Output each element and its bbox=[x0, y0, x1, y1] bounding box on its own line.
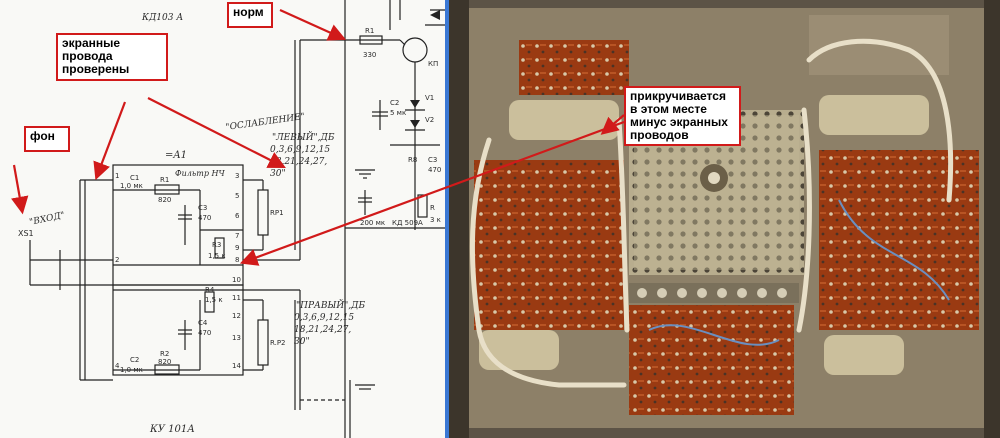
left-values-1: 0,3,6,9,12,15 bbox=[270, 145, 330, 155]
v1-label: V1 bbox=[425, 94, 434, 102]
left-values-3: 30" bbox=[270, 169, 286, 179]
kd-label: КД 509А bbox=[392, 219, 423, 227]
kp-label: КП bbox=[428, 60, 438, 68]
r2-value: 820 bbox=[158, 358, 171, 366]
v2-label: V2 bbox=[425, 116, 434, 124]
c3-label: C3 bbox=[198, 204, 207, 212]
pin-3: 3 bbox=[235, 172, 239, 180]
callout-screen-wires: экранные провода проверены bbox=[56, 33, 168, 81]
c4-value: 470 bbox=[198, 329, 211, 337]
connector-label: XS1 bbox=[18, 229, 34, 238]
r-bottom-label: R bbox=[430, 204, 435, 212]
r3-label: R3 bbox=[212, 241, 221, 249]
pin-7: 7 bbox=[235, 232, 239, 240]
pin-13: 13 bbox=[232, 334, 241, 342]
c2-value: 1,0 мк bbox=[120, 366, 143, 374]
pin-6: 6 bbox=[235, 212, 240, 220]
r4-value: 1,5 к bbox=[205, 296, 223, 304]
r1-value: 820 bbox=[158, 196, 171, 204]
callout-screen-wires-text: экранные провода проверены bbox=[62, 36, 130, 76]
c2-top-value: 5 мк bbox=[390, 109, 406, 117]
r2-label: R2 bbox=[160, 350, 169, 358]
pin-1: 1 bbox=[115, 172, 119, 180]
r3-value: 1,5 к bbox=[208, 252, 226, 260]
c1-value: 1,0 мк bbox=[120, 182, 143, 190]
callout-attach: прикручивается в этом месте минус экранн… bbox=[624, 86, 741, 146]
chassis-photo bbox=[449, 0, 1000, 438]
pin-4: 4 bbox=[115, 362, 120, 370]
callout-norm-text: норм bbox=[233, 5, 264, 19]
c2-top-label: C2 bbox=[390, 99, 399, 107]
rp2-label: R.P2 bbox=[270, 339, 286, 347]
c1-label: C1 bbox=[130, 174, 139, 182]
r8-label: R8 bbox=[408, 156, 417, 164]
pin-12: 12 bbox=[232, 312, 241, 320]
left-db-label: "ЛЕВЫЙ",ДБ bbox=[272, 131, 335, 143]
pin-14: 14 bbox=[232, 362, 241, 370]
diode-label: КД103 А bbox=[141, 13, 183, 23]
pin-10: 10 bbox=[232, 276, 241, 284]
rp1-label: RP1 bbox=[270, 209, 284, 217]
r-bottom-value: 3 к bbox=[430, 216, 441, 224]
pin-5: 5 bbox=[235, 192, 239, 200]
pin-8: 8 bbox=[235, 256, 239, 264]
cap-bottom-label: 200 мк bbox=[360, 219, 385, 227]
part-label: КУ 101А bbox=[149, 424, 195, 435]
r1-top-value: 330 bbox=[363, 51, 376, 59]
c4-label: C4 bbox=[198, 319, 208, 327]
c3-value: 470 bbox=[198, 214, 211, 222]
right-values-3: 30" bbox=[294, 337, 310, 347]
pin-9: 9 bbox=[235, 244, 239, 252]
filter-label: Фильтр НЧ bbox=[175, 169, 225, 178]
r4-label: R4 bbox=[205, 286, 215, 294]
right-values-2: 18,21,24,27, bbox=[294, 325, 351, 335]
c2-label: C2 bbox=[130, 356, 139, 364]
left-values-2: 18,21,24,27, bbox=[270, 157, 327, 167]
right-values-1: 0,3,6,9,12,15 bbox=[294, 313, 354, 323]
chassis-illustration bbox=[449, 0, 1000, 438]
c3-top-value: 470 bbox=[428, 166, 441, 174]
board-label: =A1 bbox=[165, 150, 187, 161]
right-db-label: "ПРАВЫЙ",ДБ bbox=[296, 299, 365, 311]
callout-hum-text: фон bbox=[30, 129, 55, 143]
callout-hum: фон bbox=[24, 126, 70, 152]
c3-top-label: C3 bbox=[428, 156, 437, 164]
r1-label: R1 bbox=[160, 176, 169, 184]
pin-11: 11 bbox=[232, 294, 241, 302]
r1-top-label: R1 bbox=[365, 27, 374, 35]
pin-2: 2 bbox=[115, 256, 119, 264]
callout-norm: норм bbox=[227, 2, 273, 28]
callout-attach-text: прикручивается в этом месте минус экранн… bbox=[630, 89, 728, 142]
